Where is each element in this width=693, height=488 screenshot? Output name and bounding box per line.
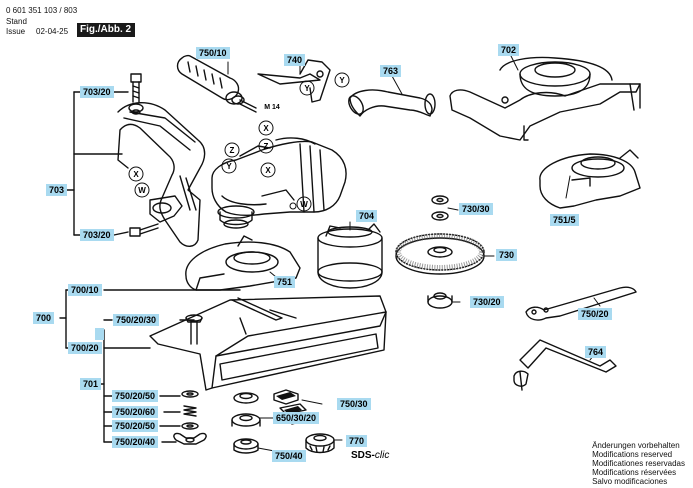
part-tag-770: 770 [346, 435, 368, 447]
flange-750-40 [233, 438, 259, 454]
part-tag-750-30: 750/30 [337, 398, 371, 410]
part-tag-750-20-30: 750/20/30 [113, 314, 160, 326]
extraction-hood-702 [449, 56, 641, 141]
callout-m14: M 14 [264, 104, 280, 111]
washer-750-20-50b [181, 422, 199, 430]
part-tag-730-30: 730/30 [459, 203, 493, 215]
part-tag-750-40: 750/40 [272, 450, 306, 462]
auxiliary-handle [176, 54, 257, 113]
washer-bottom [152, 202, 172, 214]
part-tag-750-20: 750/20 [578, 308, 612, 320]
part-tag-751: 751 [274, 276, 296, 288]
callout-w-2: W [300, 200, 308, 209]
wing-nut-750-20-40 [173, 432, 207, 445]
spring-750-20-60 [183, 405, 197, 417]
side-handle-bow [117, 102, 206, 247]
callout-y-2: Y [304, 84, 310, 93]
part-tag-751-5: 751/5 [550, 214, 579, 226]
part-tag-763: 763 [380, 65, 402, 77]
part-tag-702: 702 [498, 44, 520, 56]
sds-clic-label: SDS-clic [351, 450, 389, 461]
flange-washers-730-30 [431, 195, 449, 221]
callout-circles [128, 72, 350, 212]
cutting-guide-700 [149, 295, 387, 391]
part-tag-700-20: 700/20 [68, 342, 102, 354]
figure-label: Fig./Abb. 2 [77, 23, 135, 37]
callout-y-1: Y [339, 76, 345, 85]
bolt-top [130, 73, 142, 103]
note-line: Modifications reserved [592, 450, 673, 459]
callout-w-1: W [138, 186, 146, 195]
callout-z-2: Z [230, 146, 235, 155]
part-tag-703-20-bottom: 703/20 [80, 229, 114, 241]
callout-x-2: X [265, 166, 271, 175]
part-tag-700: 700 [33, 312, 55, 324]
callout-x-3: X [133, 170, 139, 179]
part-tag-650-30-20: 650/30/20 [273, 412, 320, 424]
note-line: Modificationes reservadas [592, 459, 685, 468]
guard-751-5 [539, 149, 641, 209]
bolt-bottom [129, 223, 159, 237]
screw-750-20-30 [185, 314, 203, 345]
part-tag-764: 764 [585, 346, 607, 358]
clamp-plate [149, 195, 183, 223]
note-line: Änderungen vorbehalten [592, 441, 680, 450]
part-tag-750-10: 750/10 [196, 47, 230, 59]
disc-texture [395, 233, 485, 271]
pin-spanner-750-20 [525, 286, 637, 321]
flange-750-30 [231, 392, 261, 427]
issue-label: Issue [6, 27, 26, 36]
part-tag-700-10: 700/10 [68, 284, 102, 296]
part-tag-703-20-top: 703/20 [80, 86, 114, 98]
part-tag-placeholder [95, 328, 104, 340]
part-tag-730-20: 730/20 [470, 296, 504, 308]
callout-y-3: Y [226, 162, 232, 171]
stand-label: Stand [6, 17, 27, 26]
modification-notes: Änderungen vorbehalten Modifications res… [592, 441, 685, 486]
dust-duct-763 [348, 89, 436, 117]
sds-suffix: clic [374, 450, 390, 461]
spanner-764 [513, 339, 617, 391]
note-line: Salvo modificaciones [592, 477, 668, 486]
hood-704 [317, 223, 383, 289]
leader-lines [227, 53, 601, 453]
note-line: Modifications réservées [592, 468, 677, 477]
bracket-701 [97, 319, 195, 443]
part-tag-740: 740 [284, 54, 306, 66]
washer-750-20-50a [181, 390, 199, 398]
part-tag-750-20-40: 750/20/40 [112, 436, 159, 448]
bracket-703 [59, 91, 129, 236]
part-tag-750-20-50-a: 750/20/50 [112, 390, 159, 402]
guard-751 [185, 235, 301, 291]
part-tag-750-20-50-b: 750/20/50 [112, 420, 159, 432]
sds-clic-nut-770 [305, 433, 335, 454]
callout-x-1: X [263, 124, 269, 133]
doc-number: 0 601 351 103 / 803 [6, 6, 78, 15]
issue-value: 02-04-25 [36, 27, 69, 36]
part-tag-704: 704 [356, 210, 378, 222]
part-tag-701: 701 [80, 378, 102, 390]
mounting-bracket-740 [257, 59, 331, 103]
part-tag-750-20-60: 750/20/60 [112, 406, 159, 418]
callout-z-1: Z [264, 142, 269, 151]
part-tag-703: 703 [46, 184, 68, 196]
flange-nut-730-20 [427, 292, 453, 309]
part-tag-730: 730 [496, 249, 518, 261]
angle-grinder [211, 137, 347, 229]
sds-prefix: SDS- [351, 450, 375, 461]
washer-top [128, 103, 144, 113]
